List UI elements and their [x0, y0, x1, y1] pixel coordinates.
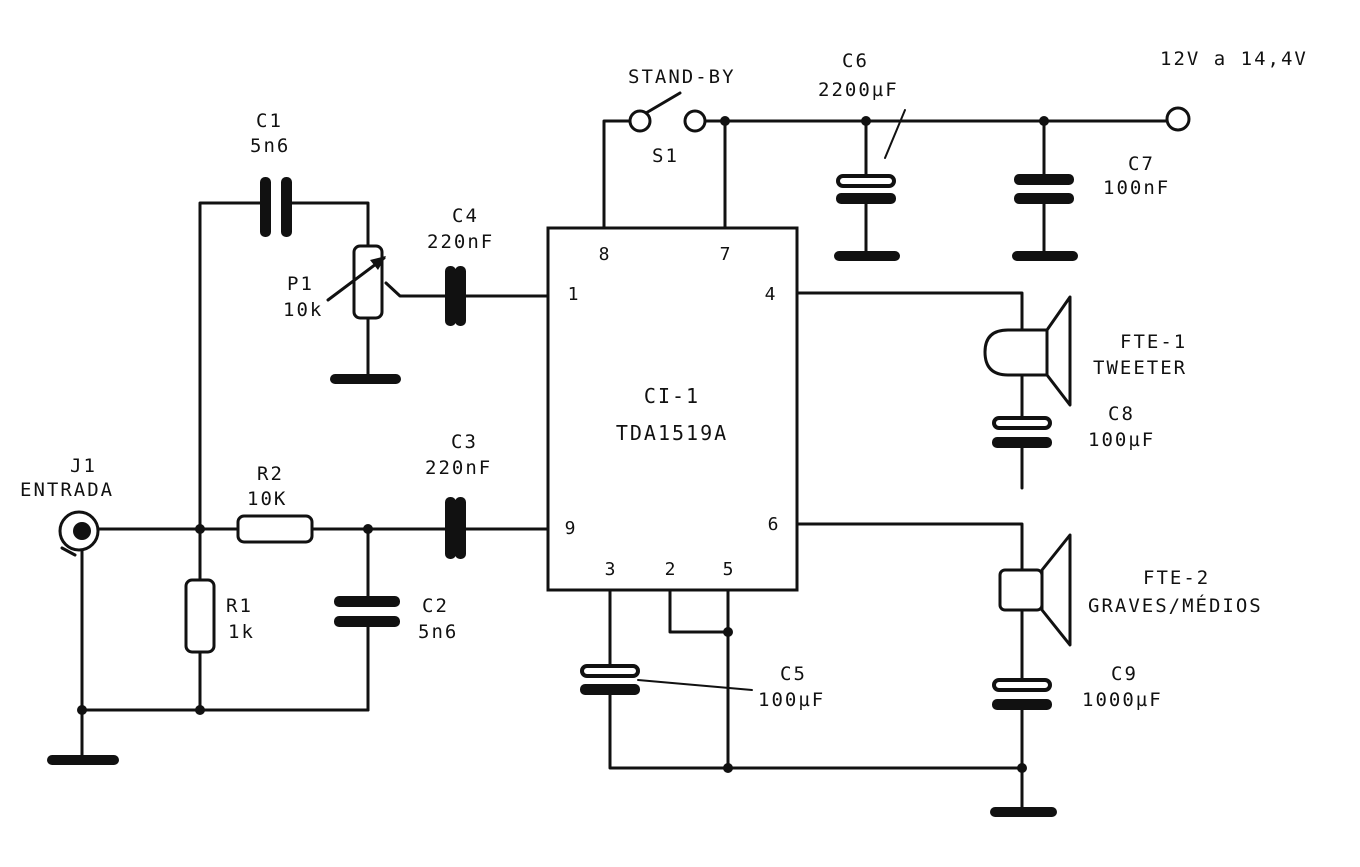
c6-value: 2200µF [818, 79, 899, 101]
ic-body [546, 226, 799, 592]
c3-ref: C3 [451, 431, 478, 453]
c7-ref: C7 [1128, 153, 1155, 175]
capacitor-c3 [445, 497, 466, 559]
junction-dots [77, 116, 1049, 773]
c6-ref: C6 [842, 50, 869, 72]
wires [80, 109, 1170, 814]
capacitor-c5 [580, 664, 640, 695]
r2-ref: R2 [257, 463, 284, 485]
speaker-fte2 [998, 533, 1072, 647]
pin-2-label: 2 [665, 559, 676, 580]
pin-9-label: 9 [565, 518, 576, 539]
c9-value: 1000µF [1082, 689, 1163, 711]
fte1-name: TWEETER [1093, 357, 1187, 379]
fte2-name: GRAVES/MÉDIOS [1088, 594, 1263, 617]
input-jack-j1 [58, 510, 100, 557]
c4-ref: C4 [452, 205, 479, 227]
capacitor-c4 [445, 266, 466, 326]
p1-ref: P1 [287, 273, 314, 295]
standby-switch [628, 91, 707, 133]
supply-terminal [1165, 106, 1191, 132]
pin-8-label: 8 [599, 244, 610, 265]
supply-label: 12V a 14,4V [1160, 48, 1308, 70]
resistor-r1 [184, 578, 216, 654]
pin-5-label: 5 [723, 559, 734, 580]
fte2-ref: FTE-2 [1143, 567, 1210, 589]
switch-name-label: STAND-BY [628, 66, 736, 88]
c5-ref: C5 [780, 663, 807, 685]
p1-value: 10k [283, 299, 323, 321]
ic-ref: CI-1 [644, 384, 700, 408]
pin-6-label: 6 [768, 514, 779, 535]
r1-value: 1k [228, 621, 255, 643]
resistor-r2 [236, 514, 314, 544]
ic-part-number: TDA1519A [616, 421, 728, 445]
capacitor-c7 [1014, 174, 1074, 204]
c8-ref: C8 [1108, 403, 1135, 425]
pin-1-label: 1 [568, 284, 579, 305]
c9-ref: C9 [1111, 663, 1138, 685]
switch-ref-label: S1 [652, 145, 679, 167]
capacitor-c9 [992, 678, 1052, 710]
capacitor-c6 [836, 174, 896, 204]
c8-value: 100µF [1088, 429, 1155, 451]
j1-ref: J1 [70, 455, 97, 477]
speaker-fte1 [983, 295, 1072, 407]
c2-ref: C2 [422, 595, 449, 617]
r2-value: 10K [247, 488, 287, 510]
capacitor-c2 [334, 596, 400, 627]
potentiometer-p1 [326, 244, 386, 320]
ground-symbols [47, 251, 1078, 817]
capacitor-c8 [992, 416, 1052, 448]
c2-value: 5n6 [418, 621, 458, 643]
c1-value: 5n6 [250, 135, 290, 157]
r1-ref: R1 [226, 595, 253, 617]
capacitor-c1 [260, 177, 292, 237]
c3-value: 220nF [425, 457, 492, 479]
fte1-ref: FTE-1 [1120, 331, 1187, 353]
c5-value: 100µF [758, 689, 825, 711]
pin-3-label: 3 [605, 559, 616, 580]
pin-4-label: 4 [765, 284, 776, 305]
c7-value: 100nF [1103, 177, 1170, 199]
j1-name: ENTRADA [20, 479, 114, 501]
c1-ref: C1 [256, 110, 283, 132]
c4-value: 220nF [427, 231, 494, 253]
pin-7-label: 7 [720, 244, 731, 265]
